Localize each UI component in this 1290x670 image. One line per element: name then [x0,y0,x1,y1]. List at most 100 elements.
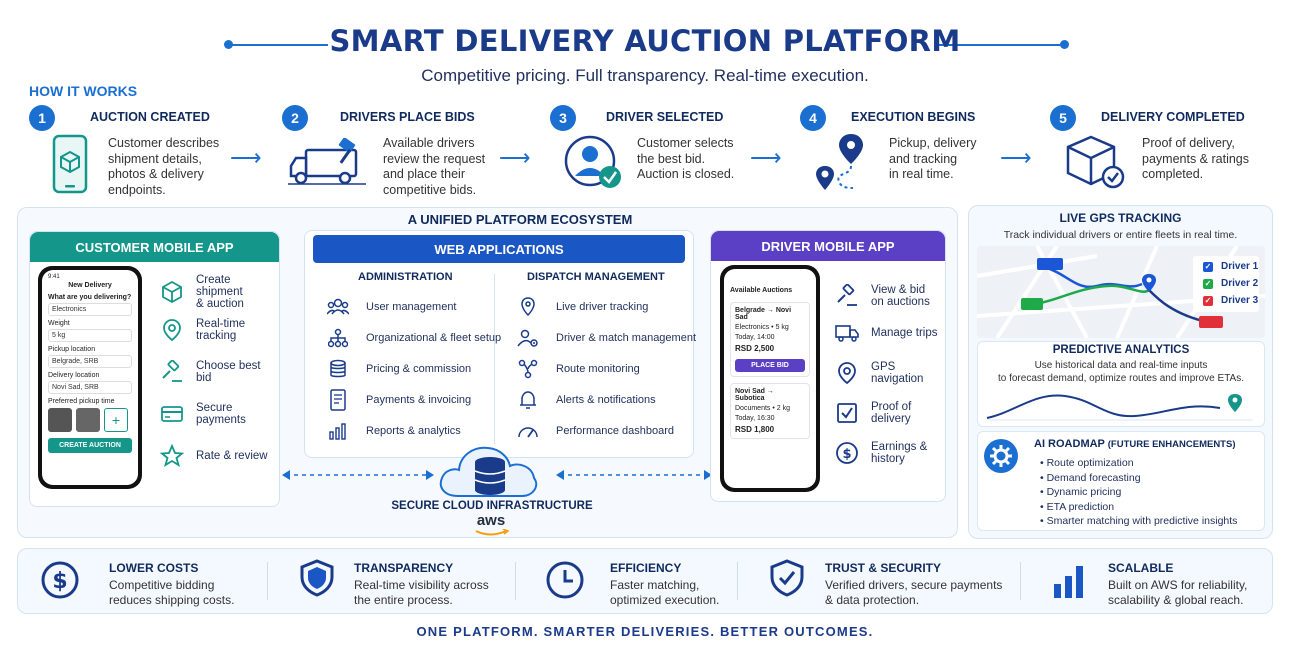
legend-label: Driver 1 [1221,261,1259,272]
benefit-desc-line: Verified drivers, secure payments [825,578,1003,592]
step-text-line: Available drivers [383,136,475,150]
checkbox-icon [833,399,861,427]
step-text-line: the best bid. [637,151,706,166]
shield-check-icon [767,558,807,603]
svg-text:$: $ [842,447,851,462]
step-title: AUCTION CREATED [90,110,210,124]
truck-bid-icon [288,137,368,193]
customer-phone-screen: 9:41 New Delivery What are you deliverin… [42,270,138,485]
title-rule-right [938,44,1064,46]
truck-icon [833,319,861,347]
feature-label: Create shipment& auction [196,274,276,310]
place-bid-button[interactable]: PLACE BID [735,359,805,372]
admin-item-label: Payments & invoicing [366,393,472,406]
shield-icon [297,558,337,603]
benefit-desc-line: the entire process. [354,593,453,607]
step-text-line: and place their [383,167,466,181]
delivery-field[interactable]: Novi Sad, SRB [48,381,132,394]
feature-item: Real-time tracking [158,310,276,350]
page-title: SMART DELIVERY AUCTION PLATFORM [329,24,961,58]
roadmap-title: AI ROADMAP [1034,438,1105,450]
roadmap-item-label: Demand forecasting [1046,471,1141,484]
dispatch-item[interactable]: Driver & match management [516,322,696,353]
cloud-connectors [282,470,712,480]
admin-item[interactable]: Organizational & fleet setup [326,322,501,353]
phone-box-icon [52,134,88,199]
step-text: Pickup, delivery and tracking in real ti… [889,136,977,183]
aws-smile-icon [475,529,510,536]
step-title: DRIVER SELECTED [606,110,724,124]
phone-header: New Delivery [68,282,112,289]
legend-item[interactable]: ✓ Driver 1 [1203,258,1258,275]
customer-phone: 9:41 New Delivery What are you deliverin… [38,266,142,489]
benefit-desc-line: reduces shipping costs. [109,593,235,607]
legend-label: Driver 3 [1221,295,1259,306]
bar-chart-icon [1050,560,1090,605]
step-1: 1 [29,105,55,131]
step-arrow-icon: ⟶ [750,145,782,170]
step-text: Proof of delivery, payments & ratings co… [1142,136,1249,183]
benefit-title: SCALABLE [1108,561,1174,575]
gavel-icon [158,358,186,386]
admin-title: ADMINISTRATION [358,271,453,283]
roadmap-item-label: Smarter matching with predictive insight… [1046,515,1238,527]
auction-route: Belgrade → Novi Sad [735,307,792,321]
legend-checkbox[interactable]: ✓ [1203,261,1213,272]
location-pin-icon [158,316,186,344]
step-title: DRIVERS PLACE BIDS [340,110,475,124]
item-field[interactable]: Electronics [48,303,132,316]
benefit-desc-line: optimized execution. [610,593,720,607]
auction-route: Novi Sad → Subotica [735,388,774,402]
roadmap-item: • Demand forecasting [1040,471,1141,484]
legend-checkbox[interactable]: ✓ [1203,295,1213,306]
step-number: 1 [29,105,55,131]
auction-card[interactable]: Belgrade → Novi Sad Electronics • 5 kg T… [730,302,810,377]
dispatch-item-label: Performance dashboard [556,424,675,437]
legend-item[interactable]: ✓ Driver 3 [1203,292,1258,309]
auction-card[interactable]: Novi Sad → Subotica Documents • 2 kg Tod… [730,383,810,439]
dispatch-item-label: Driver & match management [556,331,696,344]
feature-label-line: View & bid [871,284,926,296]
pickup-field[interactable]: Belgrade, SRB [48,355,132,368]
phone-header: Available Auctions [730,287,793,294]
benefit-desc-line: Competitive bidding [109,578,215,592]
star-icon [158,442,186,470]
box-icon [158,278,186,306]
create-auction-button[interactable]: CREATE AUCTION [48,438,132,453]
step-text-line: Customer selects [637,136,734,150]
admin-list: User management Organizational & fleet s… [326,291,501,446]
legend-item[interactable]: ✓ Driver 2 [1203,275,1258,292]
admin-item[interactable]: Reports & analytics [326,415,501,446]
admin-item[interactable]: User management [326,291,501,322]
roadmap-item: • ETA prediction [1040,500,1115,513]
benefits-bar [17,548,1273,614]
step-arrow-icon: ⟶ [230,145,262,170]
legend-checkbox[interactable]: ✓ [1203,278,1213,289]
legend-label: Driver 2 [1221,278,1259,289]
benefit-divider [267,562,268,600]
predictive-title: PREDICTIVE ANALYTICS [1052,344,1190,356]
admin-item[interactable]: Payments & invoicing [326,384,501,415]
feature-label-line: on auctions [871,296,930,308]
bar-chart-icon [326,422,350,440]
dispatch-list: Live driver tracking Driver & match mana… [516,291,696,446]
admin-item[interactable]: Pricing & commission [326,353,501,384]
pickup-label: Pickup location [48,346,96,353]
benefit-title: TRUST & SECURITY [825,561,942,575]
roadmap-title-row: AI ROADMAP (FUTURE ENHANCEMENTS) [1034,438,1235,450]
dispatch-item[interactable]: Alerts & notifications [516,384,696,415]
step-text-line: payments & ratings [1142,151,1249,166]
pin-icon [516,296,540,317]
dispatch-item[interactable]: Live driver tracking [516,291,696,322]
feature-label: Choose best bid [196,360,261,384]
dispatch-item[interactable]: Performance dashboard [516,415,696,446]
add-photo-button[interactable]: + [104,408,128,432]
dispatch-item[interactable]: Route monitoring [516,353,696,384]
auction-price: RSD 1,800 [735,425,775,434]
feature-label: Secure payments [196,402,246,426]
step-text: Available drivers review the request and… [383,136,485,198]
weight-field[interactable]: 5 kg [48,329,132,342]
feature-label: Real-time tracking [196,318,246,342]
